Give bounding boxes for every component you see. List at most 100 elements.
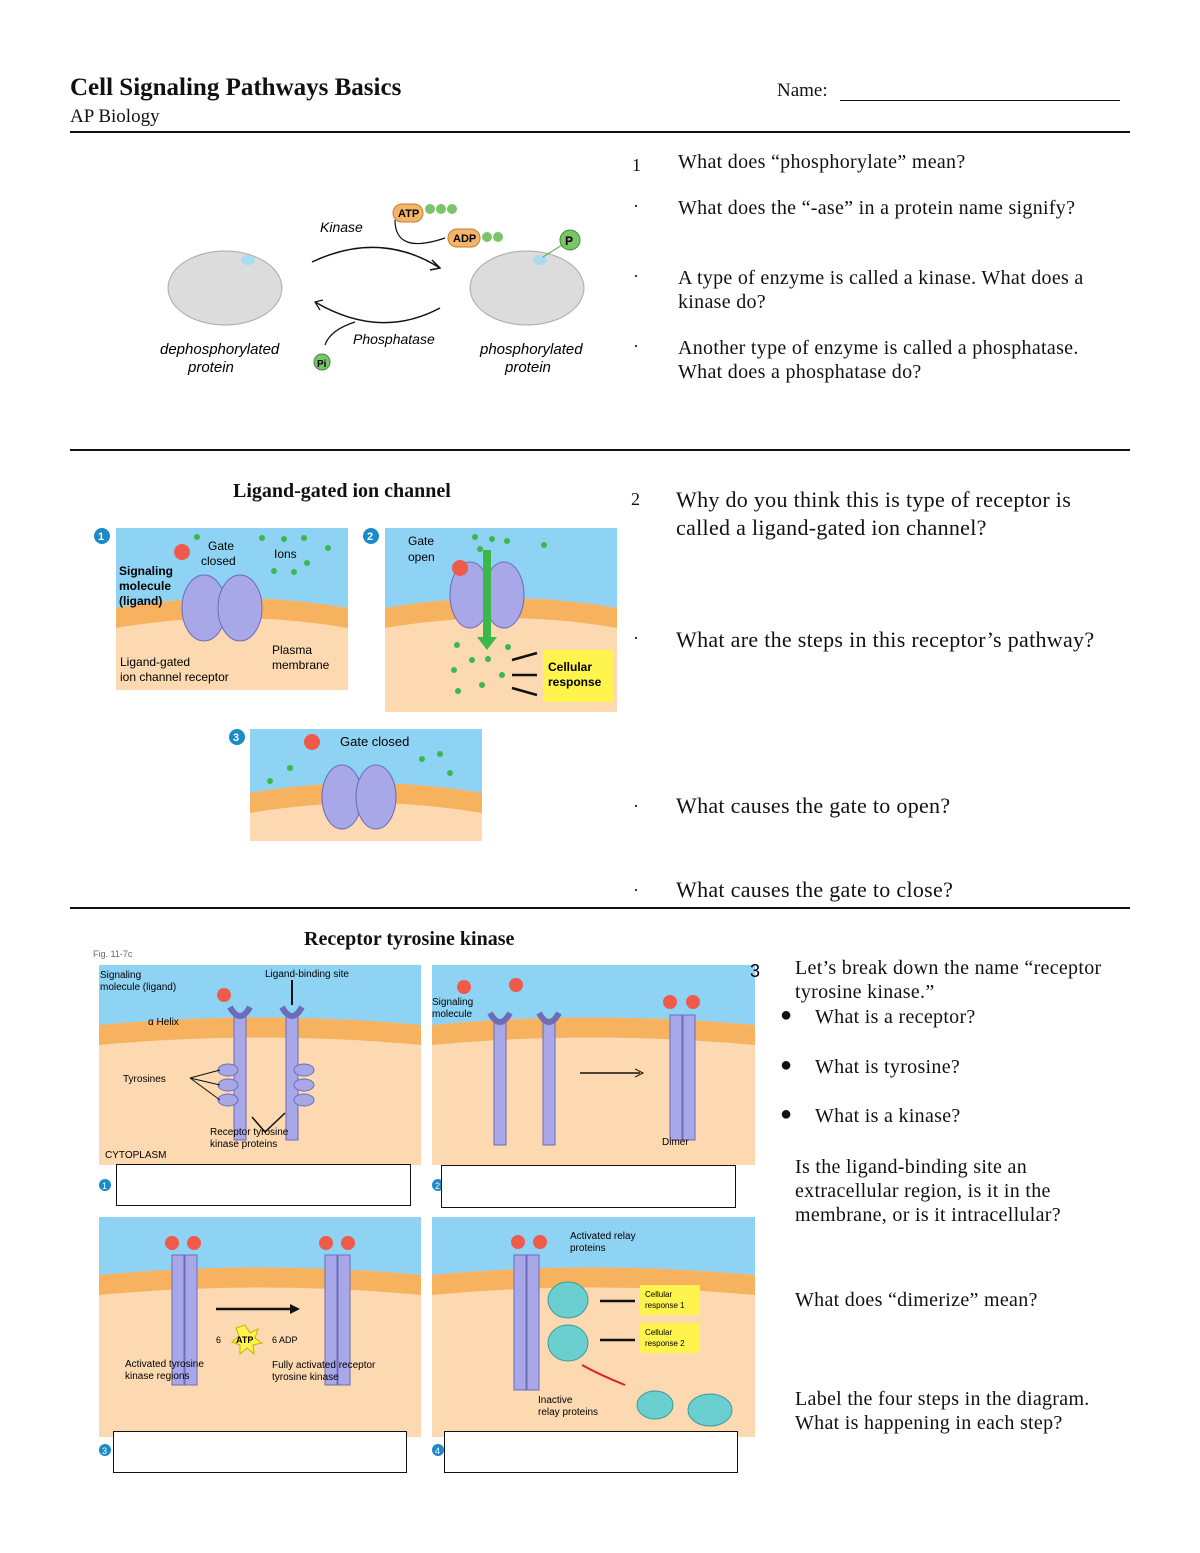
question-marker: 3 [750, 961, 760, 981]
bullet-icon: ● [780, 1103, 793, 1125]
label: Tyrosines [123, 1074, 166, 1085]
label: response 2 [645, 1339, 685, 1348]
label: molecule [119, 579, 171, 593]
step-badge: 2 [367, 531, 373, 543]
divider [70, 131, 1130, 133]
rtk-panel-3: ATP 6 6 ADP Activated tyrosine kinase re… [99, 1217, 421, 1456]
label: membrane [272, 658, 330, 672]
question-2c: What causes the gate to open? [676, 793, 951, 818]
phosphorylation-diagram: P ATP ADP Pi Kinase Phosphatase dephosph… [160, 203, 585, 376]
figure-label: Fig. 11-7c [93, 949, 133, 959]
answer-box-step-4[interactable] [444, 1431, 738, 1473]
ligand-gated-diagram: 1 Gate closed Ions Signaling molecule (l… [94, 528, 617, 841]
label: Plasma [272, 643, 312, 657]
step-badge: 2 [435, 1181, 440, 1191]
phosphatase-label: Phosphatase [353, 331, 435, 347]
label: α Helix [148, 1017, 179, 1028]
section-title-ligand-gated: Ligand-gated ion channel [233, 480, 451, 502]
p-label: P [565, 234, 573, 248]
label: proteins [570, 1243, 606, 1254]
page-subtitle: AP Biology [70, 106, 160, 127]
question-marker: 2 [631, 489, 640, 509]
rtk-panel-2: Signaling molecule Dimer 2 3 [432, 961, 760, 1191]
label: relay proteins [538, 1407, 598, 1418]
bullet-question: What is tyrosine? [815, 1056, 961, 1078]
kinase-label: Kinase [320, 219, 363, 235]
label: Ligand-gated [120, 655, 190, 669]
panel-1: 1 Gate closed Ions Signaling molecule (l… [94, 528, 348, 690]
question-1b: What does the “-ase” in a protein name s… [678, 197, 1076, 219]
label: Signaling [119, 564, 173, 578]
dephosphorylated-label-2: protein [187, 359, 234, 376]
step-badge: 1 [102, 1181, 107, 1191]
label: ion channel receptor [120, 670, 229, 684]
label: Signaling [100, 970, 141, 981]
label: Fully activated receptor [272, 1360, 376, 1371]
label: response 1 [645, 1301, 685, 1310]
label: Activated relay [570, 1231, 636, 1242]
question-2b: What are the steps in this receptor’s pa… [676, 627, 1095, 652]
question-marker: · [633, 266, 639, 286]
label: 6 ADP [272, 1335, 298, 1345]
label: kinase proteins [210, 1139, 277, 1150]
label: Dimer [662, 1137, 689, 1148]
label: kinase regions [125, 1371, 189, 1382]
pi-label: Pi [317, 359, 327, 370]
answer-box-step-1[interactable] [116, 1164, 411, 1206]
page-title: Cell Signaling Pathways Basics [70, 74, 402, 101]
bullet-question: What is a receptor? [815, 1006, 976, 1028]
label: Cellular [645, 1290, 672, 1299]
rtk-panel-1: Signaling molecule (ligand) Ligand-bindi… [99, 965, 421, 1191]
question-3a: Is the ligand-binding site an extracellu… [795, 1156, 1061, 1226]
label: closed [201, 554, 236, 568]
panel-3: 3 Gate closed [229, 729, 482, 841]
label: Ions [274, 547, 297, 561]
label: CYTOPLASM [105, 1150, 167, 1161]
label: molecule [432, 1009, 472, 1020]
label: (ligand) [119, 594, 162, 608]
question-marker: · [633, 796, 639, 816]
phosphorylated-protein-shape [469, 250, 585, 326]
label: open [408, 550, 435, 564]
answer-box-step-3[interactable] [113, 1431, 407, 1473]
answer-box-step-2[interactable] [441, 1165, 736, 1208]
bullet-icon: ● [780, 1004, 793, 1026]
question-marker: · [633, 196, 639, 216]
divider [70, 449, 1130, 451]
question-1c: A type of enzyme is called a kinase. Wha… [678, 267, 1084, 313]
question-marker: 1 [632, 155, 641, 175]
question-1a: What does “phosphorylate” mean? [678, 151, 966, 173]
question-marker: · [633, 880, 639, 900]
name-label: Name: [777, 80, 828, 101]
dephosphorylated-label: dephosphorylated [160, 341, 280, 358]
label: response [548, 675, 602, 689]
label: Activated tyrosine [125, 1359, 204, 1370]
label: tyrosine kinase [272, 1372, 339, 1383]
question-1d: Another type of enzyme is called a phosp… [678, 337, 1079, 383]
label: Gate closed [340, 734, 409, 749]
question-2d: What causes the gate to close? [676, 877, 954, 902]
step-badge: 3 [233, 732, 239, 744]
label: Ligand-binding site [265, 969, 349, 980]
label: Cellular [645, 1328, 672, 1337]
question-3b: What does “dimerize” mean? [795, 1289, 1038, 1311]
name-field[interactable] [840, 100, 1120, 101]
label: Cellular [548, 660, 592, 674]
divider [70, 907, 1130, 909]
question-marker: · [633, 628, 639, 648]
question-marker: · [633, 336, 639, 356]
step-badge: 4 [435, 1446, 440, 1456]
label: Signaling [432, 997, 473, 1008]
rtk-diagram: Fig. 11-7c Signaling molecule (ligand) L… [93, 949, 760, 1456]
label: 6 [216, 1335, 221, 1345]
label: Gate [408, 534, 434, 548]
adp-label: ADP [453, 233, 476, 245]
step-badge: 3 [102, 1446, 107, 1456]
step-badge: 1 [98, 531, 104, 543]
label: Gate [208, 539, 234, 553]
label: Receptor tyrosine [210, 1127, 289, 1138]
label: ATP [236, 1335, 253, 1345]
bullet-question: What is a kinase? [815, 1105, 961, 1127]
phosphorylated-label-2: protein [504, 359, 551, 376]
bullet-icon: ● [780, 1054, 793, 1076]
